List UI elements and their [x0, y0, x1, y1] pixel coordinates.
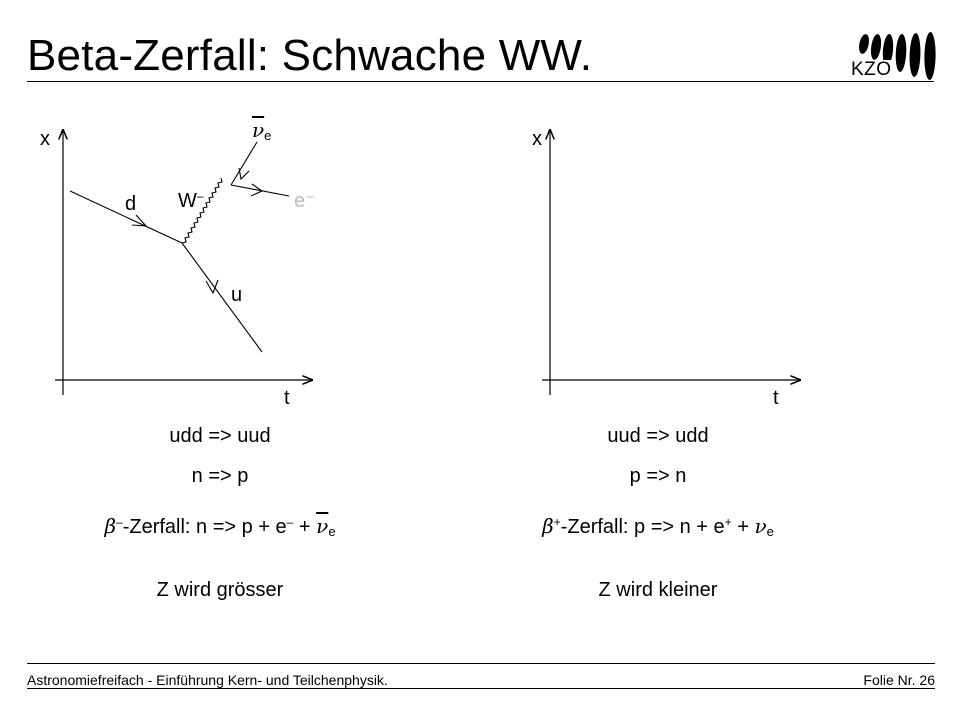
- footer-top-rule: [27, 663, 935, 664]
- left-axis-x-label: x: [40, 128, 50, 150]
- footer-bottom-rule: [27, 688, 935, 689]
- right-quark-line: uud => udd: [607, 425, 709, 447]
- w-boson-charge: –: [196, 189, 204, 203]
- d-quark-line: [69, 190, 183, 244]
- antineutrino-symbol: ν: [252, 118, 265, 142]
- right-z-line: Z wird kleiner: [598, 579, 718, 601]
- left-quark-line: udd => uud: [169, 425, 271, 447]
- slide-title: Beta-Zerfall: Schwache WW.: [27, 31, 593, 80]
- u-quark-line: [181, 242, 263, 353]
- left-decay-nu: ν: [316, 514, 329, 538]
- right-axis-x-label: x: [532, 128, 542, 150]
- title-divider: [27, 81, 934, 82]
- left-decay-beta: β: [104, 514, 116, 538]
- footer-slide-number: Folie Nr. 26: [863, 672, 935, 688]
- left-decay-e-sup: –: [286, 515, 294, 529]
- antineutrino-line: [230, 141, 258, 186]
- right-decay-line: β+-Zerfall: p => n + e+ + νe: [438, 510, 878, 544]
- right-decay-nu-sub: e: [766, 524, 774, 539]
- d-quark-arrow: [131, 214, 148, 227]
- electron-line: [230, 184, 290, 197]
- u-quark-arrow: [205, 279, 219, 295]
- right-decay-beta: β: [542, 514, 554, 538]
- right-axis-t-label: t: [773, 387, 779, 409]
- w-boson-wavy: [181, 177, 223, 244]
- antineutrino-label: νe: [252, 119, 271, 147]
- u-quark-label: u: [231, 284, 243, 306]
- left-decay-beta-sup: –: [116, 515, 123, 529]
- left-decay-line: β–-Zerfall: n => p + e– + νe: [0, 510, 440, 544]
- left-decay-nu-sub: e: [328, 524, 336, 539]
- left-nucleon-line: n => p: [191, 465, 249, 487]
- d-quark-label: d: [125, 193, 137, 215]
- right-decay-nu: ν: [754, 514, 767, 538]
- w-boson-label: W–: [178, 185, 204, 212]
- kzo-logo: [859, 32, 936, 80]
- right-decay-plus: +: [731, 516, 755, 538]
- antineutrino-arrow: [238, 167, 250, 181]
- w-boson-base: W: [178, 190, 197, 212]
- electron-label: e⁻: [294, 190, 316, 212]
- logo-text: KZO: [849, 59, 894, 80]
- footer-course: Astronomiefreifach - Einführung Kern- un…: [27, 672, 388, 688]
- right-decay-beta-sup: +: [553, 515, 561, 529]
- right-decay-e-sup: +: [724, 515, 732, 529]
- right-nucleon-line: p => n: [629, 465, 687, 487]
- left-decay-plus: +: [293, 516, 317, 538]
- left-decay-prefix: -Zerfall: n => p + e: [122, 516, 287, 538]
- left-axis-t-label: t: [284, 387, 290, 409]
- right-axes: [542, 130, 800, 395]
- left-z-line: Z wird grösser: [156, 579, 284, 601]
- right-decay-prefix: -Zerfall: p => n + e: [560, 516, 725, 538]
- electron-arrow: [250, 183, 264, 197]
- left-axes: [55, 130, 312, 395]
- antineutrino-sub: e: [264, 128, 272, 143]
